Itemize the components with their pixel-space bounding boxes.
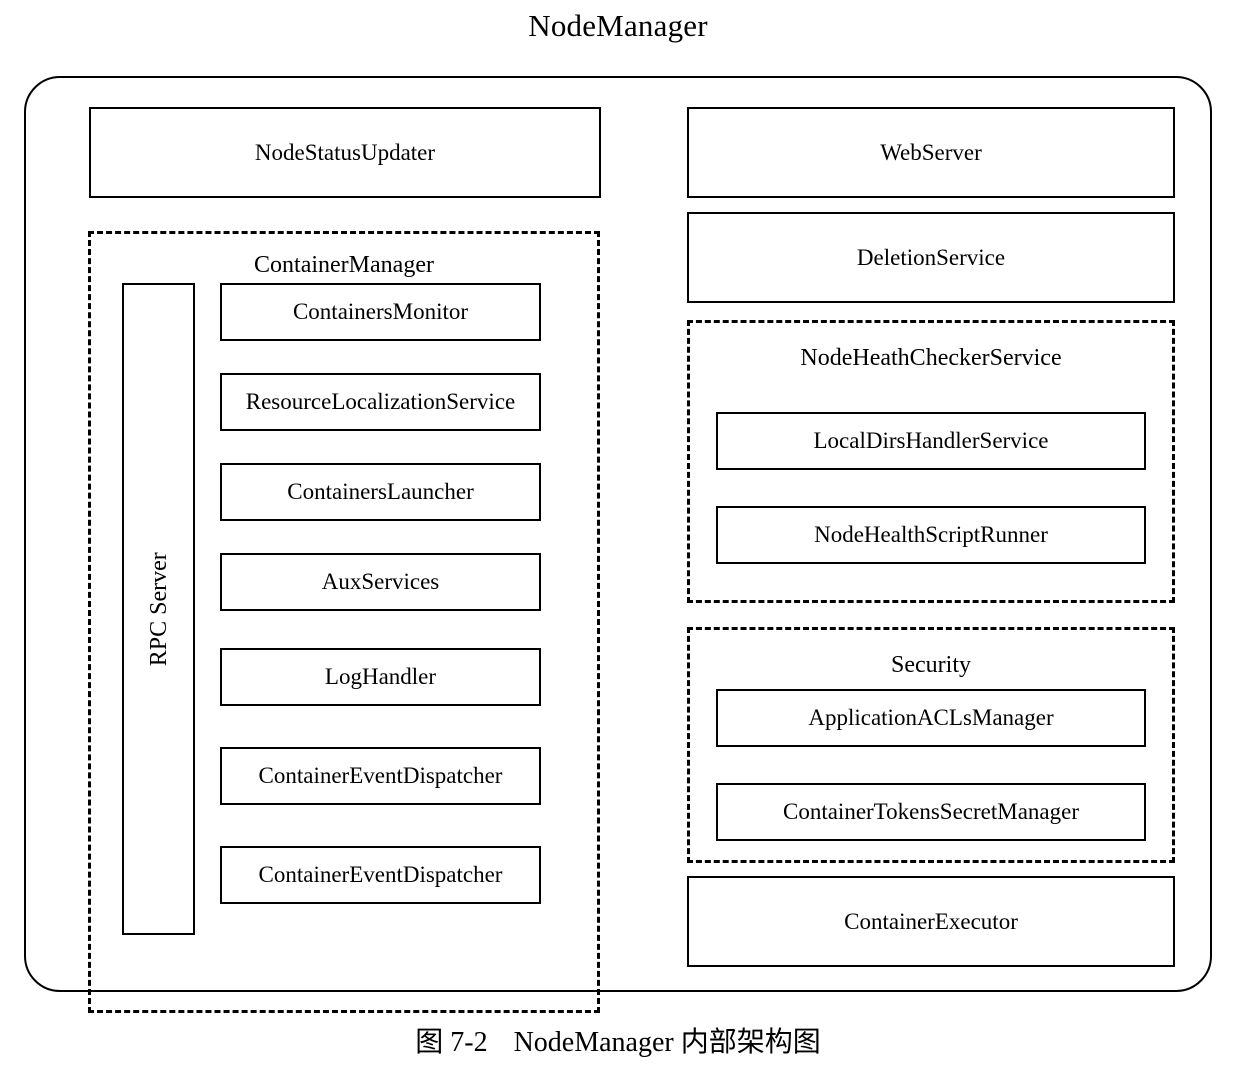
web-server-label: WebServer (880, 139, 982, 165)
log-handler-label: LogHandler (324, 664, 437, 690)
figure-caption: 图 7-2 NodeManager 内部架构图 (0, 1020, 1236, 1060)
resource-localization-service-box: ResourceLocalizationService (220, 373, 541, 431)
node-health-script-runner-label: NodeHealthScriptRunner (814, 522, 1048, 548)
node-heath-checker-service-label: NodeHeathCheckerService (800, 345, 1062, 371)
node-heath-checker-service-group: NodeHeathCheckerService (687, 320, 1175, 603)
deletion-service-box: DeletionService (687, 212, 1175, 303)
node-status-updater-box: NodeStatusUpdater (89, 107, 601, 198)
log-handler-box: LogHandler (220, 648, 541, 706)
aux-services-label: AuxServices (321, 569, 440, 595)
node-health-script-runner-box: NodeHealthScriptRunner (716, 506, 1146, 564)
container-event-dispatcher-label-1: ContainerEventDispatcher (258, 763, 503, 789)
container-manager-group: ContainerManager (88, 231, 600, 1013)
container-manager-label: ContainerManager (254, 252, 434, 278)
local-dirs-handler-service-label: LocalDirsHandlerService (813, 428, 1049, 454)
container-tokens-secret-manager-box: ContainerTokensSecretManager (716, 783, 1146, 841)
figure-title: NodeManager (528, 8, 708, 43)
deletion-service-label: DeletionService (856, 244, 1006, 270)
security-group: Security (687, 627, 1175, 863)
containers-monitor-label: ContainersMonitor (292, 299, 469, 325)
rpc-server-box: RPC Server (122, 283, 195, 935)
containers-launcher-label: ContainersLauncher (287, 479, 474, 505)
container-executor-box: ContainerExecutor (687, 876, 1175, 967)
containers-launcher-box: ContainersLauncher (220, 463, 541, 521)
container-event-dispatcher-label-2: ContainerEventDispatcher (258, 862, 503, 888)
nodemanager-container: NodeStatusUpdater ContainerManager RPC S… (24, 76, 1212, 1013)
containers-monitor-box: ContainersMonitor (220, 283, 541, 341)
figure-caption-text: NodeManager 内部架构图 (513, 1027, 821, 1058)
aux-services-box: AuxServices (220, 553, 541, 611)
web-server-box: WebServer (687, 107, 1175, 198)
figure-caption-number: 图 7-2 (415, 1027, 488, 1058)
node-status-updater-label: NodeStatusUpdater (254, 139, 436, 165)
rpc-server-label: RPC Server (145, 551, 172, 666)
security-group-label: Security (891, 652, 971, 678)
application-acls-manager-label: ApplicationACLsManager (808, 705, 1054, 731)
local-dirs-handler-service-box: LocalDirsHandlerService (716, 412, 1146, 470)
container-event-dispatcher-box-1: ContainerEventDispatcher (220, 747, 541, 805)
application-acls-manager-box: ApplicationACLsManager (716, 689, 1146, 747)
container-event-dispatcher-box-2: ContainerEventDispatcher (220, 846, 541, 904)
container-executor-label: ContainerExecutor (844, 908, 1018, 934)
resource-localization-service-label: ResourceLocalizationService (245, 389, 516, 415)
container-tokens-secret-manager-label: ContainerTokensSecretManager (782, 799, 1079, 825)
